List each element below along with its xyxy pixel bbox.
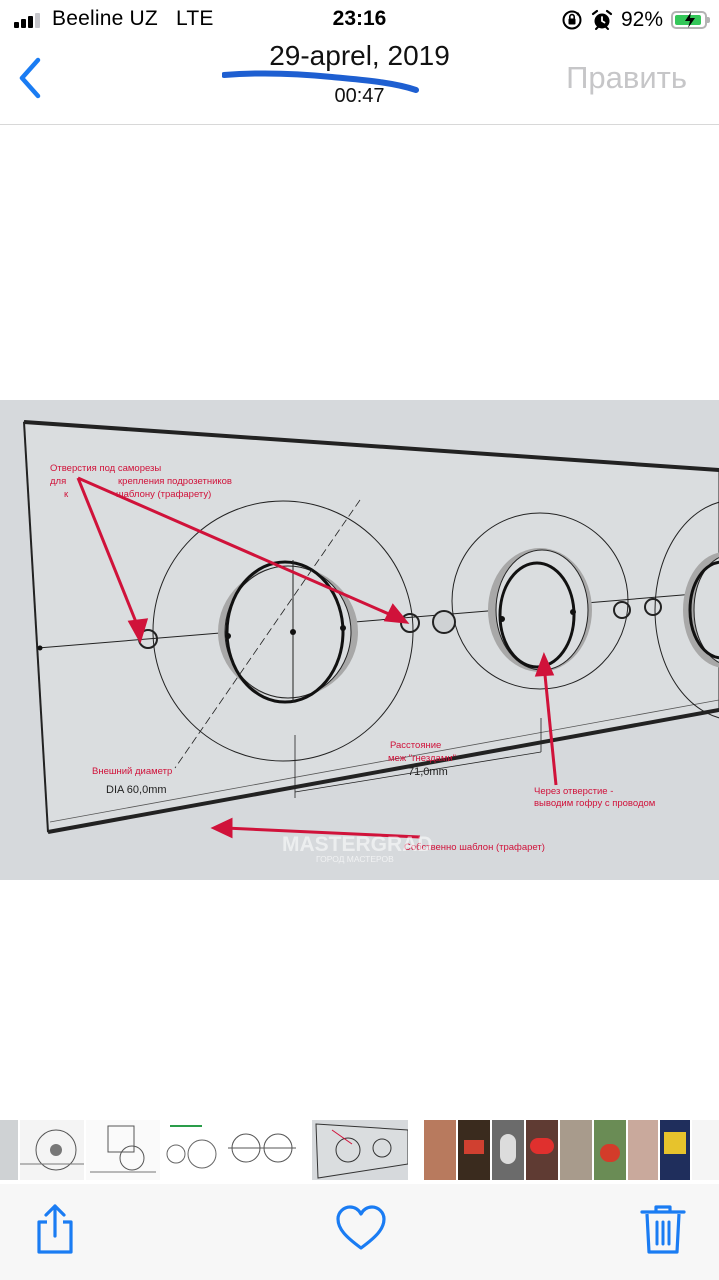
template-drawing: Отверстия под саморезы для крепления под… xyxy=(23,420,719,864)
thumbnail-selected[interactable] xyxy=(312,1120,408,1180)
battery-icon xyxy=(671,11,710,29)
charging-bolt-icon xyxy=(685,12,695,28)
label-through-hole-1: Через отверстие - xyxy=(534,786,613,797)
thumbnail[interactable] xyxy=(492,1120,524,1180)
thumbnail[interactable] xyxy=(660,1120,690,1180)
thumbnail[interactable] xyxy=(526,1120,558,1180)
status-time: 23:16 xyxy=(332,7,387,30)
heart-icon xyxy=(336,1205,386,1250)
battery-percent: 92% xyxy=(620,8,663,31)
thumbnail-strip[interactable] xyxy=(0,1118,719,1184)
thumbnail[interactable] xyxy=(0,1120,18,1180)
photo-date-title: 29-aprel, 2019 xyxy=(269,40,450,71)
bottom-toolbar xyxy=(0,1184,719,1280)
network-type: LTE xyxy=(176,7,214,30)
edit-button[interactable]: Править xyxy=(566,60,687,95)
watermark: MASTERGRAD xyxy=(282,833,433,856)
thumbnail[interactable] xyxy=(424,1120,456,1180)
orientation-lock-icon xyxy=(562,10,582,30)
photo-viewer[interactable]: Отверстия под саморезы для крепления под… xyxy=(0,400,719,880)
label-template: Собственно шаблон (трафарет) xyxy=(404,842,545,853)
handwritten-underline-mark xyxy=(222,70,419,93)
thumbnail[interactable] xyxy=(628,1120,658,1180)
label-screw-holes-3a: к xyxy=(64,489,69,500)
status-bar: Beeline UZ LTE 23:16 92% xyxy=(0,0,719,40)
thumbnail[interactable] xyxy=(162,1120,226,1180)
share-button[interactable] xyxy=(30,1202,80,1256)
label-distance-value: 71,0mm xyxy=(408,766,448,778)
label-screw-holes-2b: крепления подрозетников xyxy=(118,476,232,487)
thumbnail[interactable] xyxy=(228,1120,296,1180)
navigation-bar: 29-aprel, 2019 00:47 Править xyxy=(0,40,719,125)
thumbnail[interactable] xyxy=(560,1120,592,1180)
alarm-icon xyxy=(591,9,613,30)
thumbnail[interactable] xyxy=(692,1120,719,1180)
thumbnail[interactable] xyxy=(458,1120,490,1180)
label-through-hole-2: выводим гофру с проводом xyxy=(534,798,655,809)
share-icon xyxy=(37,1204,73,1254)
label-screw-holes-2a: для xyxy=(50,476,66,487)
thumbnail[interactable] xyxy=(20,1120,84,1180)
delete-button[interactable] xyxy=(638,1202,688,1256)
trash-icon xyxy=(640,1205,686,1254)
label-distance-2: меж "гнездами" xyxy=(388,753,456,764)
label-dia-value: DIA 60,0mm xyxy=(106,784,167,796)
label-distance-1: Расстояние xyxy=(390,740,441,751)
favorite-button[interactable] xyxy=(334,1202,388,1256)
photo-time-subtitle: 00:47 xyxy=(334,85,385,107)
watermark-sub: ГОРОД МАСТЕРОВ xyxy=(316,854,394,864)
thumbnail[interactable] xyxy=(594,1120,626,1180)
label-outer-diameter: Внешний диаметр xyxy=(92,766,172,777)
thumbnail[interactable] xyxy=(86,1120,160,1180)
signal-icon xyxy=(14,12,44,28)
carrier-label: Beeline UZ LTE xyxy=(52,7,214,30)
chevron-left-icon xyxy=(19,57,41,99)
back-button[interactable] xyxy=(14,54,48,104)
label-screw-holes-1: Отверстия под саморезы xyxy=(50,463,161,474)
label-screw-holes-3b: шаблону (трафарету) xyxy=(116,489,211,500)
